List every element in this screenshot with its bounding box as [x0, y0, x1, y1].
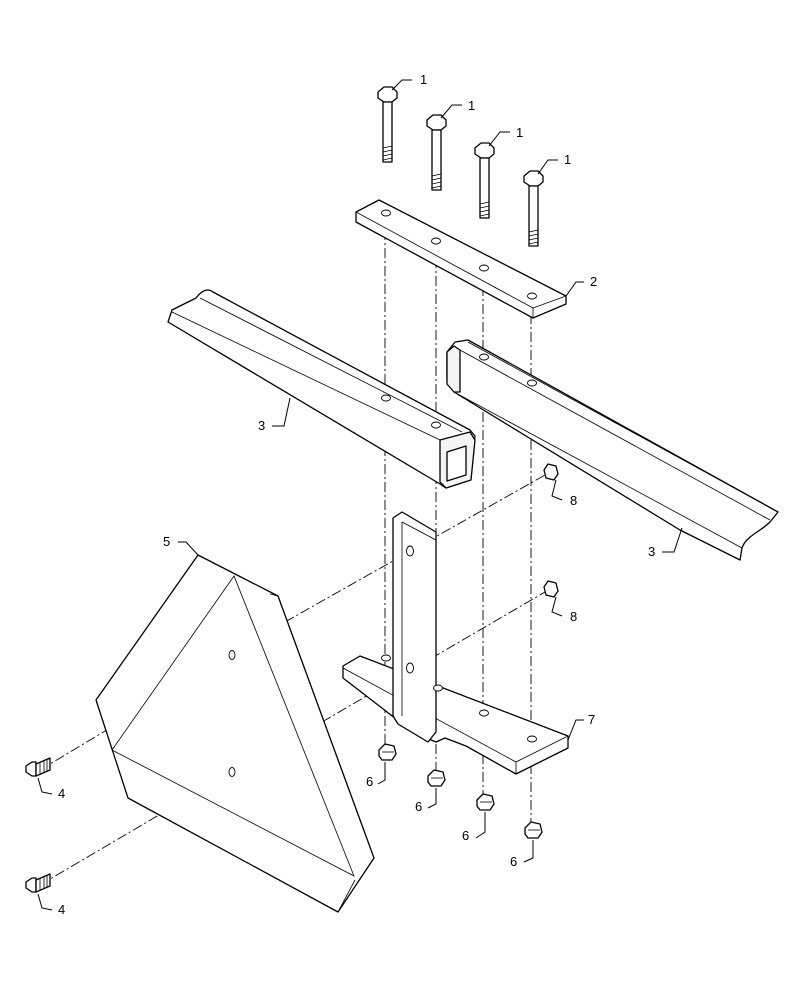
hex-bolt-a — [377, 86, 398, 163]
hex-bolt-b — [426, 114, 447, 191]
hex-nut-lower — [543, 580, 559, 598]
callout-sign: 5 — [163, 534, 170, 549]
callout-nut-d: 6 — [510, 854, 517, 869]
hex-nut-b — [427, 769, 446, 787]
callout-tube-right: 3 — [648, 544, 655, 559]
callout-nut-c: 6 — [462, 828, 469, 843]
callout-nut-a: 6 — [366, 774, 373, 789]
callout-nut-upper: 8 — [570, 493, 577, 508]
callout-labels: 1 1 1 1 2 3 3 5 7 8 8 6 6 6 6 4 4 — [58, 72, 655, 917]
hex-nut-a — [378, 743, 397, 761]
screw-upper — [25, 757, 51, 777]
smv-sign — [95, 554, 375, 913]
hex-nut-c — [476, 793, 495, 811]
callout-screw-upper: 4 — [58, 786, 65, 801]
callout-nut-lower: 8 — [570, 609, 577, 624]
hex-nut-upper — [543, 463, 559, 481]
screw-lower — [25, 873, 51, 893]
callout-bolt-a: 1 — [420, 72, 427, 87]
callout-nut-b: 6 — [415, 799, 422, 814]
square-tube-right — [446, 339, 779, 561]
mounting-bracket — [342, 511, 569, 775]
hex-bolt-c — [474, 142, 495, 219]
callout-bolt-c: 1 — [516, 125, 523, 140]
callout-plate: 2 — [590, 274, 597, 289]
clamp-plate — [355, 199, 567, 319]
callout-bolt-d: 1 — [564, 152, 571, 167]
leader-lines — [37, 79, 683, 911]
callout-bolt-b: 1 — [468, 98, 475, 113]
hex-nut-d — [524, 821, 543, 839]
callout-bracket: 7 — [588, 712, 595, 727]
hex-bolt-d — [523, 170, 544, 247]
callout-tube-left: 3 — [258, 418, 265, 433]
callout-screw-lower: 4 — [58, 902, 65, 917]
square-tube-left — [167, 289, 476, 489]
